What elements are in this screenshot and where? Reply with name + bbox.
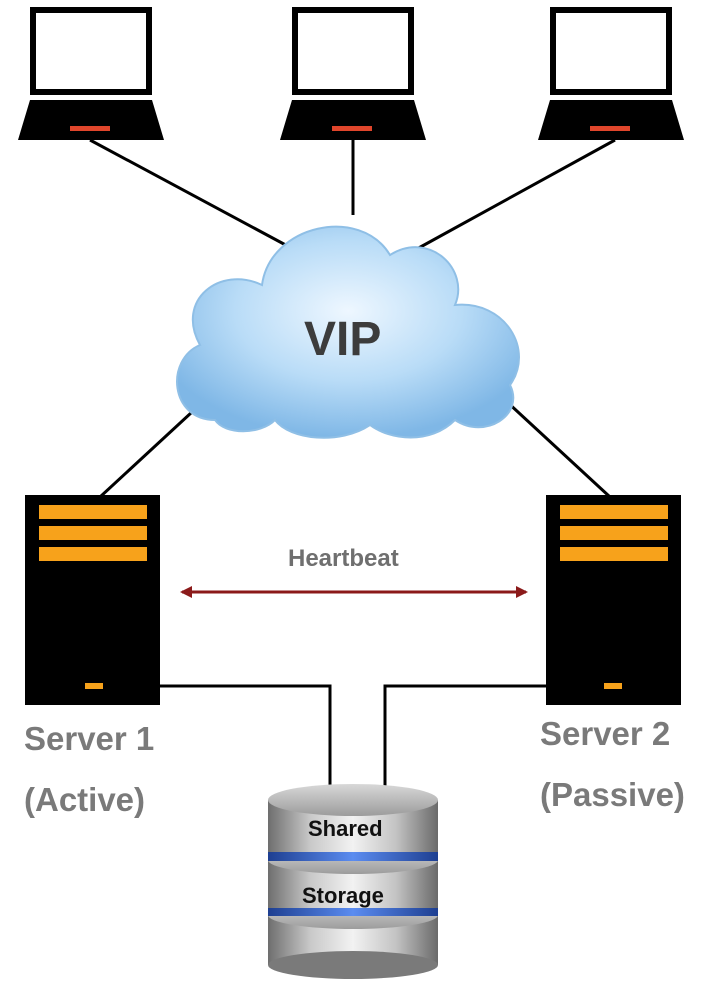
link-server1-storage — [160, 684, 332, 790]
server2-role: (Passive) — [540, 776, 685, 813]
storage-label-line2: Storage — [302, 883, 384, 908]
server2-icon — [546, 495, 681, 705]
link-server2-storage — [383, 684, 546, 790]
heartbeat-label: Heartbeat — [288, 545, 399, 572]
storage-label-line1: Shared — [308, 816, 383, 841]
laptop-left-icon — [18, 7, 164, 140]
laptop-right-icon — [538, 7, 684, 140]
network-links — [89, 138, 616, 790]
server1-name: Server 1 — [24, 720, 155, 757]
cloud-icon — [176, 225, 520, 439]
link-cloud-server1 — [98, 398, 207, 499]
cloud-label: VIP — [304, 313, 382, 366]
laptop-center-icon — [280, 7, 426, 140]
storage-icon — [268, 784, 438, 979]
link-laptop-left — [89, 138, 296, 252]
server2-name: Server 2 — [540, 715, 671, 752]
link-cloud-server2 — [503, 398, 612, 499]
server1-icon — [25, 495, 160, 705]
link-laptop-right — [414, 138, 616, 252]
server1-role: (Active) — [24, 781, 146, 818]
